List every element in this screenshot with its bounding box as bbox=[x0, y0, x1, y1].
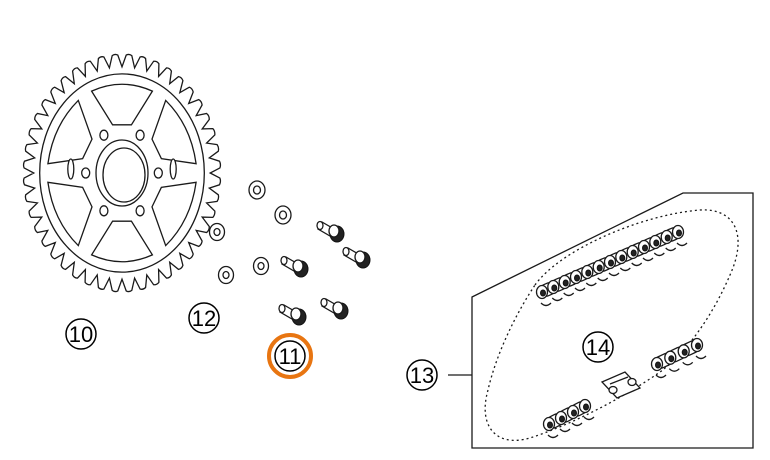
bolt-group bbox=[278, 220, 371, 326]
washer bbox=[217, 265, 235, 285]
washer bbox=[208, 222, 226, 242]
washer bbox=[248, 180, 266, 200]
callout-label: 11 bbox=[279, 344, 302, 369]
highlight-ring bbox=[267, 333, 313, 379]
bolt bbox=[342, 246, 371, 269]
chain-drawing bbox=[484, 209, 739, 441]
callout-12: 12 bbox=[188, 302, 220, 334]
washer bbox=[252, 256, 270, 276]
master-link bbox=[600, 371, 642, 399]
sprocket-drawing bbox=[22, 53, 222, 293]
bolt bbox=[280, 255, 309, 278]
callout-label: 14 bbox=[586, 335, 610, 360]
bolt bbox=[278, 303, 307, 326]
chain-segment bbox=[542, 398, 595, 439]
chain-segment bbox=[535, 224, 688, 307]
bolt bbox=[320, 297, 349, 320]
washer bbox=[274, 205, 292, 225]
bolt bbox=[316, 220, 345, 243]
callout-13: 13 bbox=[406, 359, 438, 391]
callout-label: 13 bbox=[410, 363, 434, 388]
callout-11: 11 bbox=[267, 333, 313, 379]
chain-segment bbox=[650, 337, 707, 379]
callout-label: 12 bbox=[192, 306, 216, 331]
callout-10: 10 bbox=[65, 318, 97, 350]
callout-label: 10 bbox=[69, 322, 93, 347]
callout-14: 14 bbox=[582, 331, 614, 363]
washer-group bbox=[208, 180, 292, 285]
chain-kit-box bbox=[448, 192, 754, 449]
